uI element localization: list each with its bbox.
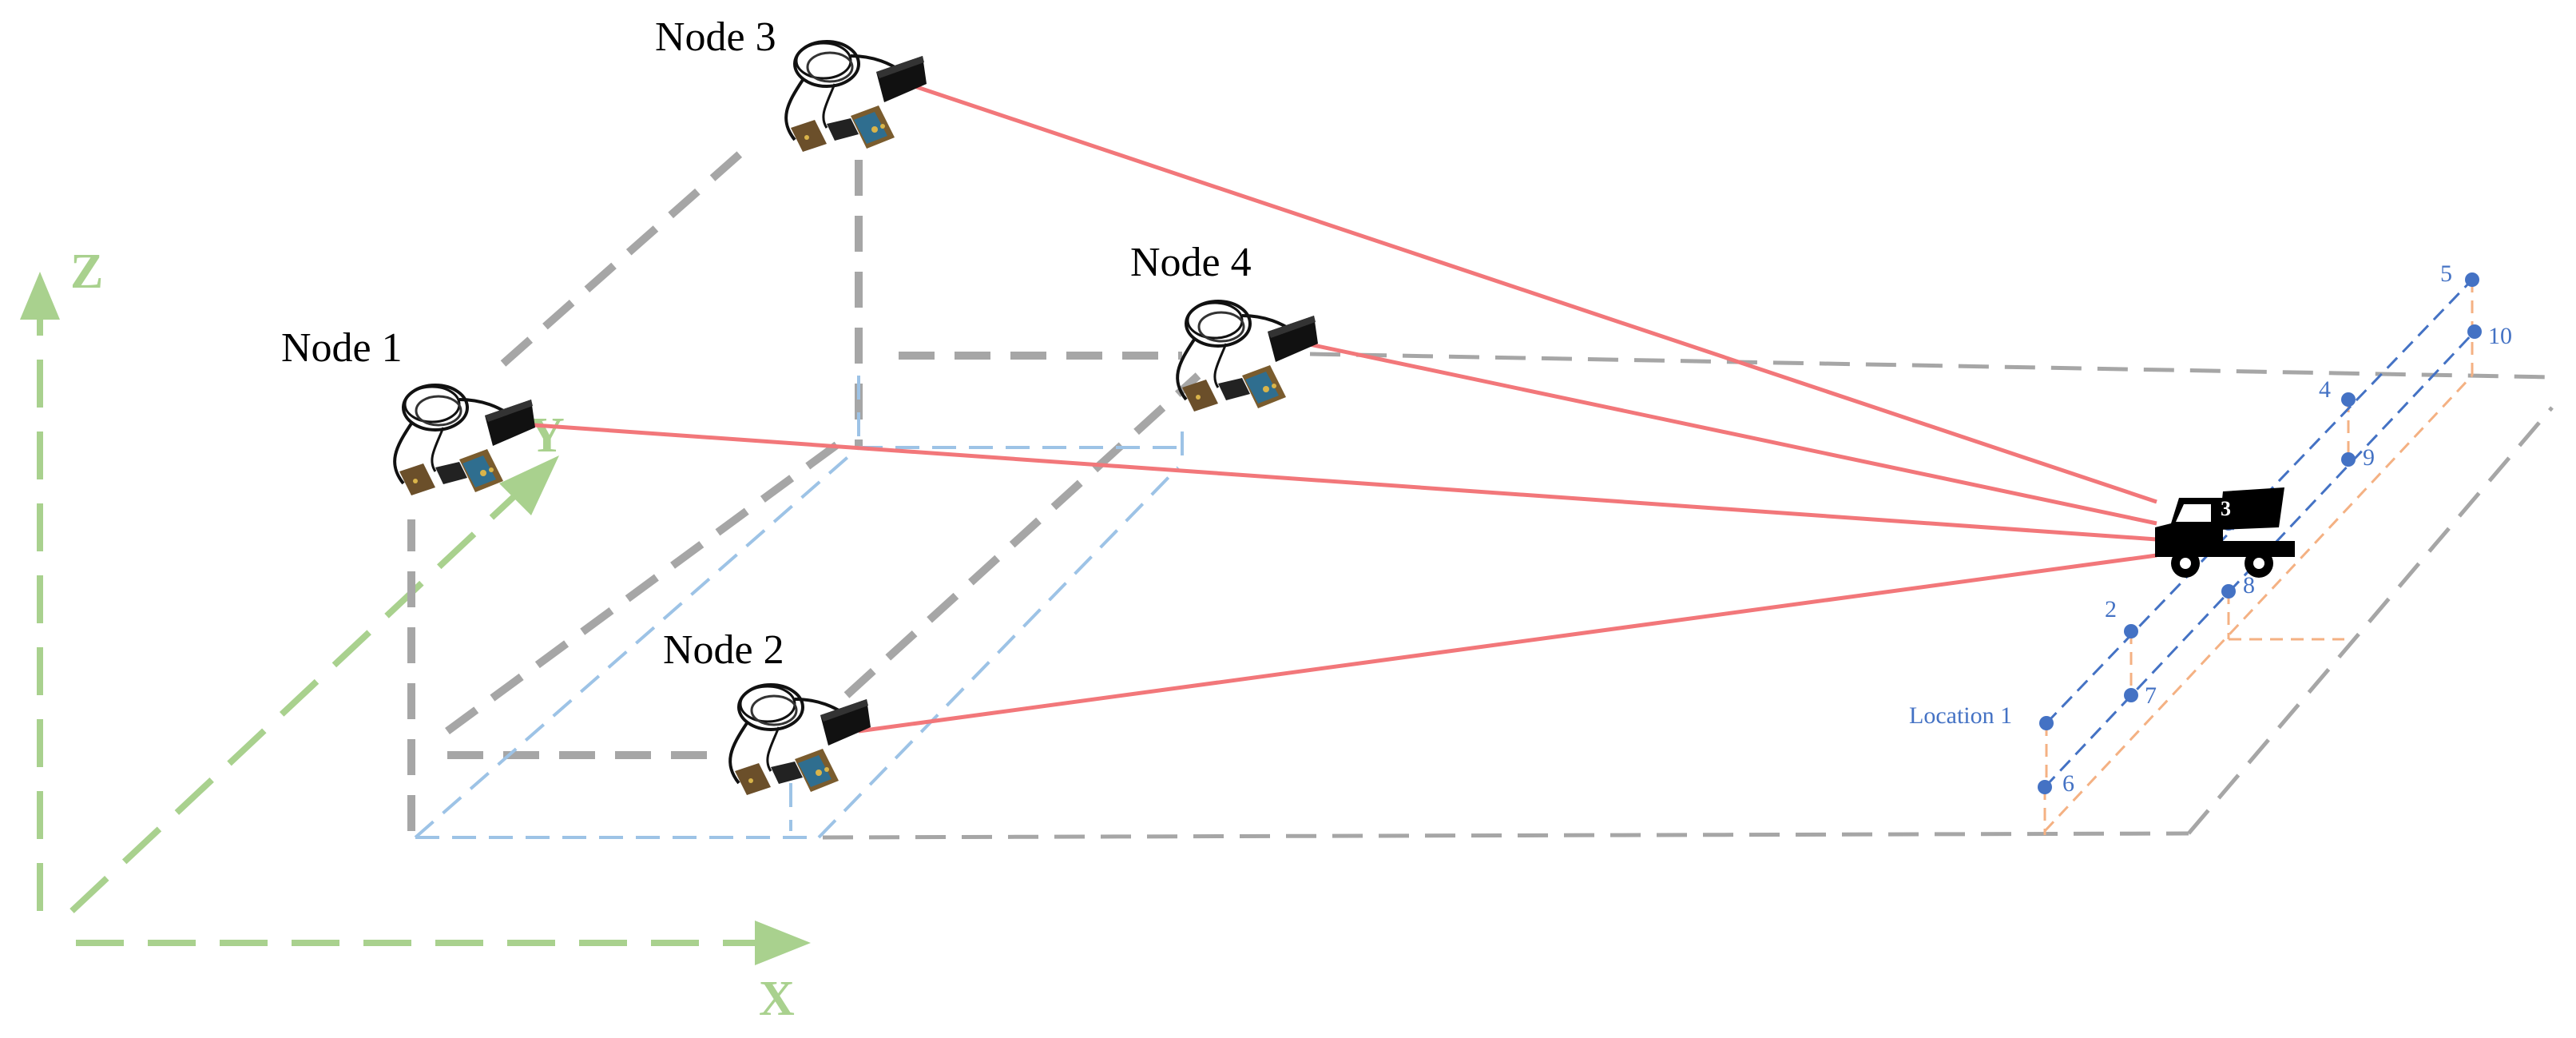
link-node-1 bbox=[510, 421, 2157, 542]
link-node-4 bbox=[1305, 341, 2157, 526]
sensor-node-icon bbox=[1176, 300, 1320, 413]
location-point-6 bbox=[2038, 780, 2052, 794]
link-node-3 bbox=[914, 84, 2157, 504]
y-axis bbox=[69, 493, 518, 913]
node-3-label: Node 3 bbox=[655, 14, 776, 60]
location-label-2: 2 bbox=[2105, 596, 2117, 622]
location-label-4: 4 bbox=[2319, 376, 2331, 403]
y-axis-arrow-icon bbox=[499, 455, 559, 515]
floor-outline bbox=[414, 376, 1184, 839]
x-axis-arrow-icon bbox=[755, 921, 811, 965]
location-label-3: 3 bbox=[2221, 497, 2231, 520]
node-1-label: Node 1 bbox=[281, 325, 403, 371]
z-axis-arrow-icon bbox=[20, 272, 60, 320]
location-label-7: 7 bbox=[2145, 682, 2157, 709]
link-node-2 bbox=[858, 553, 2157, 734]
node-labels: Node 1 Node 2 Node 3 Node 4 bbox=[281, 14, 1252, 673]
location-label-9: 9 bbox=[2363, 444, 2375, 471]
node-2-label: Node 2 bbox=[663, 627, 784, 673]
x-axis-label: X bbox=[759, 972, 795, 1026]
measurement-frame bbox=[407, 145, 2554, 840]
location-point-5 bbox=[2465, 272, 2479, 287]
location-point-4 bbox=[2341, 392, 2356, 407]
z-axis-label: Z bbox=[70, 245, 103, 299]
y-axis-label: Y bbox=[529, 408, 565, 463]
location-tracks bbox=[2043, 278, 2476, 789]
dump-truck-icon: 3 bbox=[2155, 487, 2295, 578]
location-point-2 bbox=[2124, 624, 2138, 638]
location-point-1 bbox=[2039, 716, 2054, 730]
projection-lines bbox=[2043, 280, 2474, 835]
sensor-node-icon bbox=[784, 40, 928, 153]
location-point-9 bbox=[2341, 452, 2356, 467]
location-points bbox=[2038, 272, 2482, 794]
location-label-1: Location 1 bbox=[1909, 702, 2012, 729]
node-2-device bbox=[728, 683, 872, 797]
node-4-label: Node 4 bbox=[1130, 240, 1252, 285]
coordinate-axes: Z X Y bbox=[20, 245, 811, 1026]
location-point-7 bbox=[2124, 688, 2138, 702]
node-4-device bbox=[1176, 300, 1320, 413]
location-point-10 bbox=[2467, 324, 2482, 339]
location-label-10: 10 bbox=[2488, 323, 2512, 349]
location-point-8 bbox=[2221, 584, 2236, 599]
location-labels: Location 1 2 4 5 6 7 8 9 10 bbox=[1909, 260, 2512, 797]
signal-links bbox=[510, 84, 2157, 734]
sensor-node-icon bbox=[728, 683, 872, 797]
node-3-device bbox=[784, 40, 928, 153]
location-label-5: 5 bbox=[2440, 260, 2452, 287]
location-label-6: 6 bbox=[2062, 770, 2074, 797]
location-label-8: 8 bbox=[2243, 572, 2255, 599]
